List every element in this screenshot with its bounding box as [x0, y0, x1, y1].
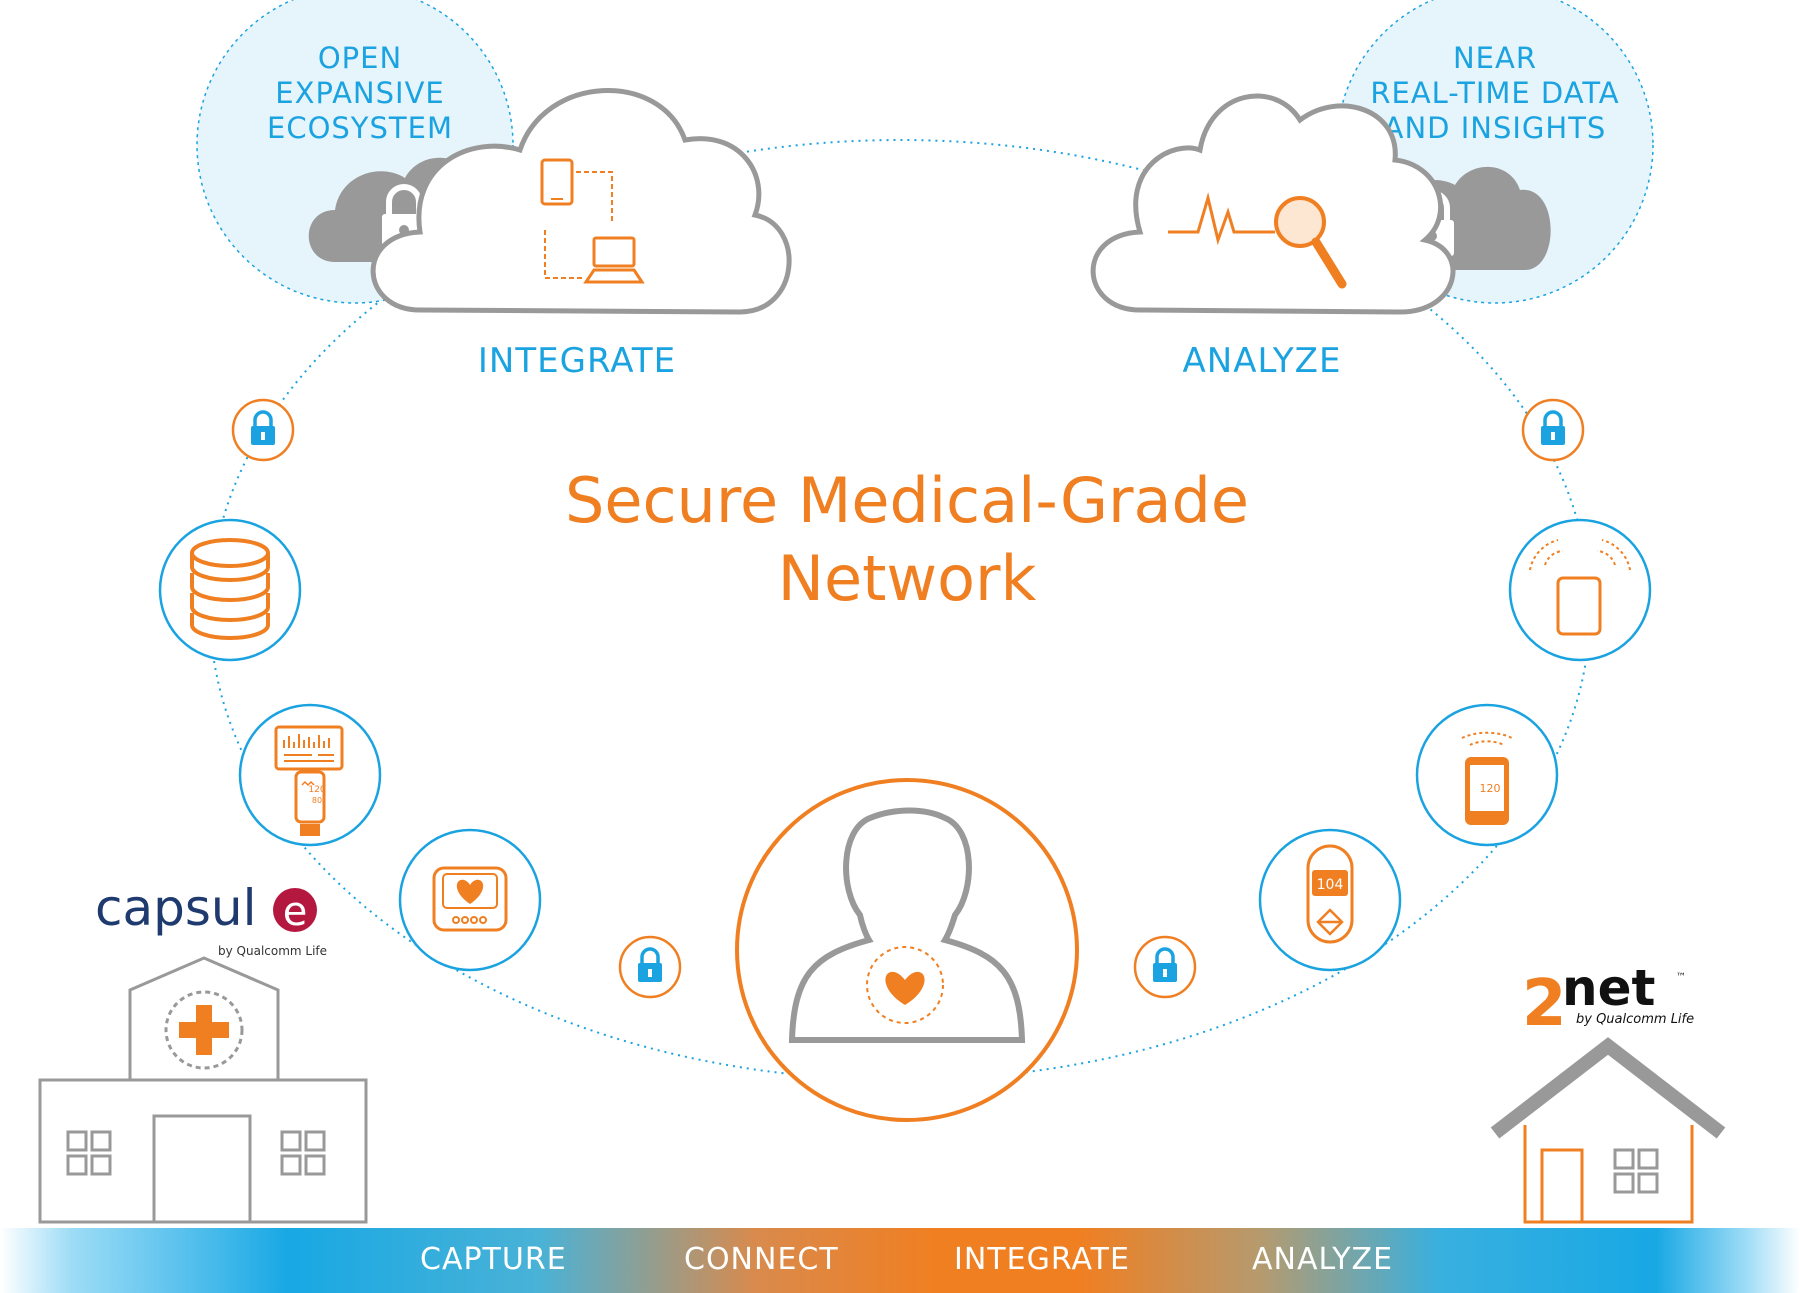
- right-bubble-line-3: AND INSIGHTS: [1384, 111, 1607, 145]
- bottom-bar-item-integrate: INTEGRATE: [954, 1242, 1130, 1277]
- thermometer-icon: 104: [1258, 828, 1402, 972]
- heart-icon: [885, 971, 925, 1005]
- analyze-cloud: [1090, 93, 1456, 315]
- bottom-bar-item-connect: CONNECT: [684, 1242, 839, 1277]
- capsule-logo-word: capsul: [95, 879, 257, 937]
- hospital-cross-icon: [179, 1005, 229, 1055]
- person-icon: [735, 778, 1079, 1122]
- page-title-line-2: Network: [778, 542, 1037, 615]
- house-icon: [1490, 1037, 1726, 1224]
- twonet-logo: 2 net ™ by Qualcomm Life: [1522, 959, 1694, 1041]
- monitor-reading-2: 80: [312, 796, 322, 805]
- capsule-logo: capsul e by Qualcomm Life: [95, 879, 327, 958]
- bottom-bar: CAPTURE CONNECT INTEGRATE ANALYZE: [0, 1228, 1800, 1293]
- right-bubble-line-1: NEAR: [1453, 41, 1537, 75]
- heart-device-icon: [398, 828, 542, 972]
- left-bubble-line-3: ECOSYSTEM: [267, 111, 453, 145]
- tablet-signal-icon: [1508, 518, 1652, 662]
- left-bubble-line-1: OPEN: [318, 41, 402, 75]
- tablet-icon: [540, 158, 574, 206]
- right-bubble-line-2: REAL-TIME DATA: [1370, 76, 1619, 110]
- database-icon: [158, 518, 302, 662]
- twonet-byline: by Qualcomm Life: [1576, 1012, 1694, 1027]
- magnifier-icon: [1274, 196, 1347, 289]
- bottom-bar-item-analyze: ANALYZE: [1252, 1242, 1394, 1277]
- integrate-label: INTEGRATE: [478, 341, 676, 381]
- bottom-bar-item-capture: CAPTURE: [420, 1242, 567, 1277]
- capsule-byline: by Qualcomm Life: [218, 944, 327, 958]
- phone-reading: 120: [1480, 782, 1501, 795]
- analyze-label: ANALYZE: [1183, 341, 1342, 381]
- lock-icon: [1521, 398, 1585, 462]
- capsule-logo-e: e: [283, 889, 308, 935]
- monitor-device-icon: 120 80: [238, 703, 382, 847]
- thermometer-reading: 104: [1317, 877, 1344, 893]
- integrate-cloud: [370, 87, 792, 315]
- twonet-logo-word: net: [1562, 959, 1655, 1017]
- twonet-logo-digit: 2: [1522, 967, 1567, 1041]
- left-bubble-line-2: EXPANSIVE: [275, 76, 444, 110]
- smartphone-icon: 120: [1415, 703, 1559, 847]
- page-title-line-1: Secure Medical-Grade: [565, 464, 1249, 537]
- laptop-icon: [583, 236, 645, 284]
- lock-icon: [1133, 935, 1197, 999]
- monitor-reading: 120: [308, 785, 325, 795]
- lock-icon: [231, 398, 295, 462]
- lock-icon: [618, 935, 682, 999]
- hospital-icon: [38, 956, 368, 1224]
- twonet-logo-tm: ™: [1676, 972, 1686, 983]
